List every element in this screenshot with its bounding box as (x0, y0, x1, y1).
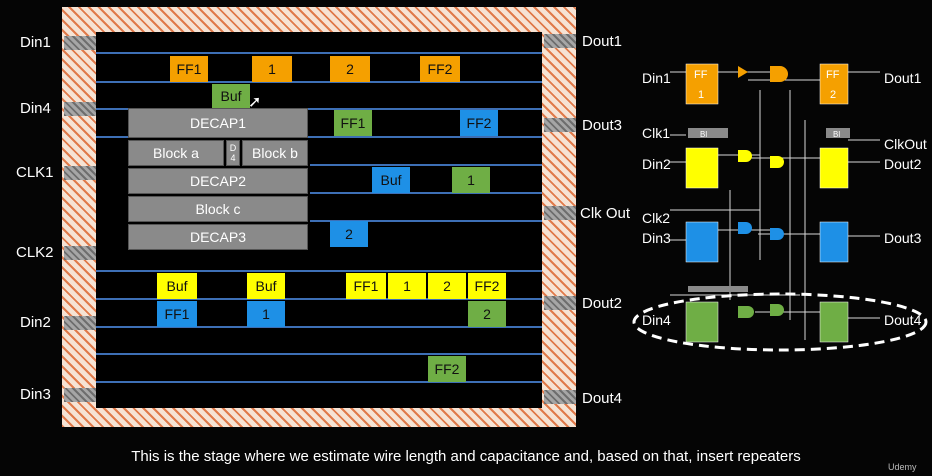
buf-yellow-cell-b: Buf (247, 273, 285, 299)
ff1-yellow-cell: FF1 (346, 273, 386, 299)
bl-label-2: Bl (833, 130, 840, 139)
sch-label-din4: Din4 (642, 312, 671, 328)
block-a: Block a (128, 140, 224, 166)
block-c: Block c (128, 196, 308, 222)
sch-label-dout3: Dout3 (884, 230, 922, 246)
routing-track (96, 52, 542, 54)
cell-2-orange: 2 (330, 56, 370, 82)
decap2-block: DECAP2 (128, 168, 308, 194)
watermark: Udemy (888, 462, 917, 472)
schematic-diagram: Bl Bl FF 1 FF 2 (632, 63, 928, 352)
pin-label-din1: Din1 (20, 34, 51, 51)
d4-block: D 4 (226, 140, 240, 166)
ff-label-a: FF (694, 69, 708, 81)
cell-2-blue: 2 (330, 221, 368, 247)
routing-track (310, 220, 542, 222)
sch-label-clk1: Clk1 (642, 125, 671, 141)
pin-din3 (64, 388, 96, 402)
ff1-green-cell: FF1 (334, 110, 372, 136)
pin-label-din4: Din4 (20, 100, 51, 117)
pin-clkout (544, 206, 576, 220)
pin-label-clkout: Clk Out (580, 205, 631, 222)
ff2-yellow-cell: FF2 (468, 273, 506, 299)
ff-num-b: 2 (830, 89, 836, 101)
ff2-orange-cell: FF2 (420, 56, 460, 82)
and-gate-icon (738, 306, 754, 318)
block-b: Block b (242, 140, 308, 166)
pin-clk2 (64, 246, 96, 260)
routing-track (96, 326, 542, 328)
buf-green-cell: Buf (212, 84, 250, 108)
pin-dout1 (544, 34, 576, 48)
mouse-cursor-icon: ➚ (248, 94, 262, 111)
and-gate-icon (770, 66, 788, 82)
cell-2-green: 2 (468, 301, 506, 327)
pin-label-dout2: Dout2 (582, 295, 623, 312)
pin-label-clk1: CLK1 (16, 164, 54, 181)
routing-track (310, 192, 542, 194)
cell-1-green: 1 (452, 167, 490, 193)
ff1-orange-cell: FF1 (170, 56, 208, 82)
video-caption: This is the stage where we estimate wire… (131, 448, 801, 465)
cell-1-yellow: 1 (388, 273, 426, 299)
and-gate-icon (770, 228, 784, 240)
and-gate-icon (738, 222, 752, 234)
ff-label-b: FF (826, 69, 840, 81)
sch-label-din1: Din1 (642, 70, 671, 86)
buffer-gate-icon (738, 66, 748, 78)
buf-yellow-cell-a: Buf (157, 273, 197, 299)
pin-din4 (64, 102, 96, 116)
routing-track (310, 164, 542, 166)
pin-din1 (64, 36, 96, 50)
pin-din2 (64, 316, 96, 330)
routing-track (96, 108, 542, 110)
sch-label-din3: Din3 (642, 230, 671, 246)
ff2-green-cell: FF2 (428, 356, 466, 382)
sch-label-dout2: Dout2 (884, 156, 922, 172)
sch-label-din2: Din2 (642, 156, 671, 172)
pin-label-dout1: Dout1 (582, 33, 623, 50)
buf-blue-cell: Buf (372, 167, 410, 193)
and-gate-icon (770, 304, 784, 316)
pin-label-clk2: CLK2 (16, 244, 54, 261)
cell-1-orange: 1 (252, 56, 292, 82)
pin-label-dout4: Dout4 (582, 390, 623, 407)
pin-dout4 (544, 390, 576, 404)
routing-track (96, 136, 542, 138)
sch-label-dout4: Dout4 (884, 312, 922, 328)
pin-label-din3: Din3 (20, 386, 51, 403)
routing-track (96, 298, 542, 300)
decap1-block: DECAP1 (128, 108, 308, 138)
highlight-ellipse (632, 292, 928, 352)
and-gate-icon (738, 150, 752, 162)
pin-label-dout3: Dout3 (582, 117, 623, 134)
and-gate-icon (770, 156, 784, 168)
bl-label-1: Bl (700, 130, 707, 139)
pin-dout3 (544, 118, 576, 132)
pin-clk1 (64, 166, 96, 180)
ff-num-a: 1 (698, 89, 704, 101)
routing-track (96, 81, 542, 83)
cell-2-yellow: 2 (428, 273, 466, 299)
decap3-block: DECAP3 (128, 224, 308, 250)
ff1-blue-cell: FF1 (157, 301, 197, 327)
sch-label-dout1: Dout1 (884, 70, 922, 86)
pin-label-din2: Din2 (20, 314, 51, 331)
routing-track (96, 353, 542, 355)
pin-dout2 (544, 296, 576, 310)
routing-track (96, 270, 542, 272)
cell-1-blue: 1 (247, 301, 285, 327)
sch-label-clkout: ClkOut (884, 136, 927, 152)
ff2-blue-cell: FF2 (460, 110, 498, 136)
sch-label-clk2: Clk2 (642, 210, 671, 226)
routing-track (96, 381, 542, 383)
